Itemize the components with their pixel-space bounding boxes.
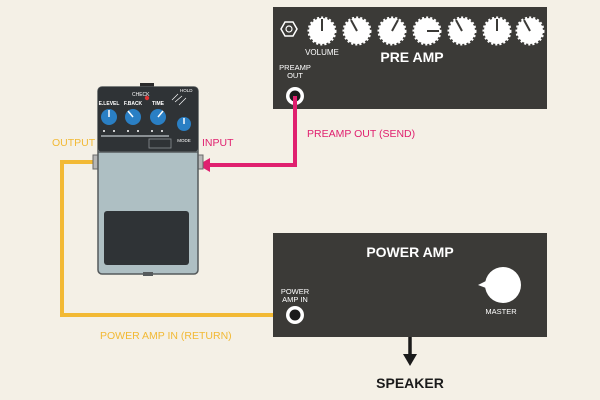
check-label: CHECK [132,92,150,98]
speaker-label: SPEAKER [376,375,444,391]
check-led-icon [144,95,150,101]
power-amp-unit: POWER AMP POWER AMP IN MASTER [273,233,547,337]
delay-pedal: CHECK HOLD E.LEVEL F.BACK TIME MODE [92,83,204,276]
input-label: INPUT [202,137,234,149]
return-cable-line [60,160,280,317]
down-arrow-icon [403,354,417,366]
preamp-knob[interactable] [342,16,372,46]
hold-label: HOLD [180,88,193,93]
preamp-unit: VOLUME PRE AMP PREAMP OUT [273,7,547,109]
preamp-knob[interactable] [482,16,512,46]
pedal-logo-box [148,138,172,149]
time-knob[interactable] [150,109,166,125]
preamp-knob[interactable] [377,16,407,46]
preamp-knob[interactable] [447,16,477,46]
hex-nut-icon [280,21,298,37]
hex-nut-hole-icon [285,25,293,33]
preamp-knob[interactable] [515,16,545,46]
send-cable [198,96,297,172]
pedal-footswitch[interactable] [104,211,189,265]
knob-label-fback: F.BACK [124,101,143,107]
preamp-title: PRE AMP [380,49,443,65]
power-amp-in-label-line2: AMP IN [282,295,308,304]
preamp-out-label-line1: PREAMP [279,63,311,72]
mode-dial-marks [171,93,187,106]
power-amp-title: POWER AMP [366,244,453,260]
mode-label: MODE [177,138,191,143]
knob-label-elevel: E.LEVEL [99,101,120,107]
preamp-knob[interactable] [412,16,442,46]
volume-label: VOLUME [305,48,339,57]
mode-knob[interactable] [177,117,191,131]
pedal-dc-jack [140,83,154,88]
knob-label-time: TIME [152,101,165,107]
send-cable-line [208,96,297,167]
master-label: MASTER [485,307,517,316]
send-label: PREAMP OUT (SEND) [307,128,415,140]
fback-knob[interactable] [125,109,141,125]
master-knob[interactable] [478,267,521,303]
output-label: OUTPUT [52,137,96,149]
send-arrowhead-icon [198,158,210,172]
power-amp-in-label-line1: POWER [281,287,310,296]
return-label: POWER AMP IN (RETURN) [100,330,232,342]
preamp-out-label-line2: OUT [287,71,303,80]
power-amp-in-jack[interactable] [286,306,304,324]
indicator-dots [103,130,163,132]
elevel-knob[interactable] [101,109,117,125]
speaker-arrow [403,337,417,366]
preamp-knob[interactable] [307,16,337,46]
